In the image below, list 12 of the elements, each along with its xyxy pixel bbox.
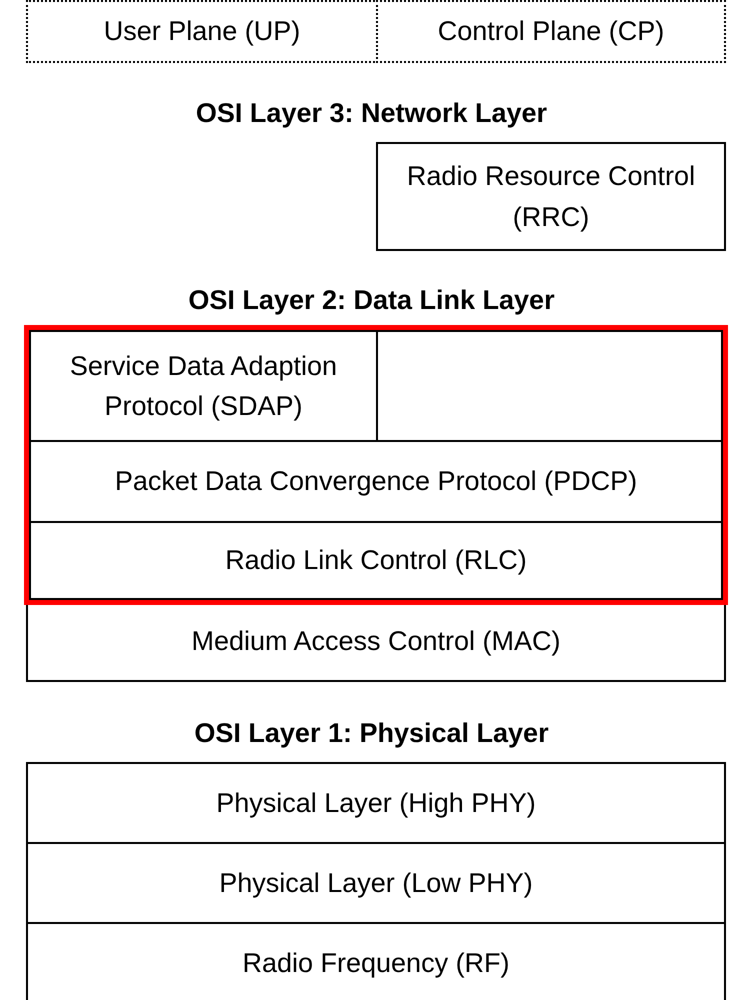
- layer-box: Service Data Adaption Protocol (SDAP): [29, 330, 378, 442]
- layer-heading: OSI Layer 2: Data Link Layer: [188, 285, 555, 316]
- highlight-frame: [24, 325, 728, 605]
- plane-box: User Plane (UP): [26, 0, 378, 63]
- layer-box: Packet Data Convergence Protocol (PDCP): [29, 440, 723, 523]
- layer-box: Physical Layer (Low PHY): [26, 842, 726, 924]
- layer-box: Radio Link Control (RLC): [29, 521, 723, 600]
- layer-box: Physical Layer (High PHY): [26, 762, 726, 844]
- layer-heading: OSI Layer 3: Network Layer: [196, 98, 548, 129]
- layer-box: Radio Resource Control (RRC): [376, 142, 726, 251]
- layer-heading: OSI Layer 1: Physical Layer: [194, 718, 549, 749]
- layer-box: Radio Frequency (RF): [26, 922, 726, 1000]
